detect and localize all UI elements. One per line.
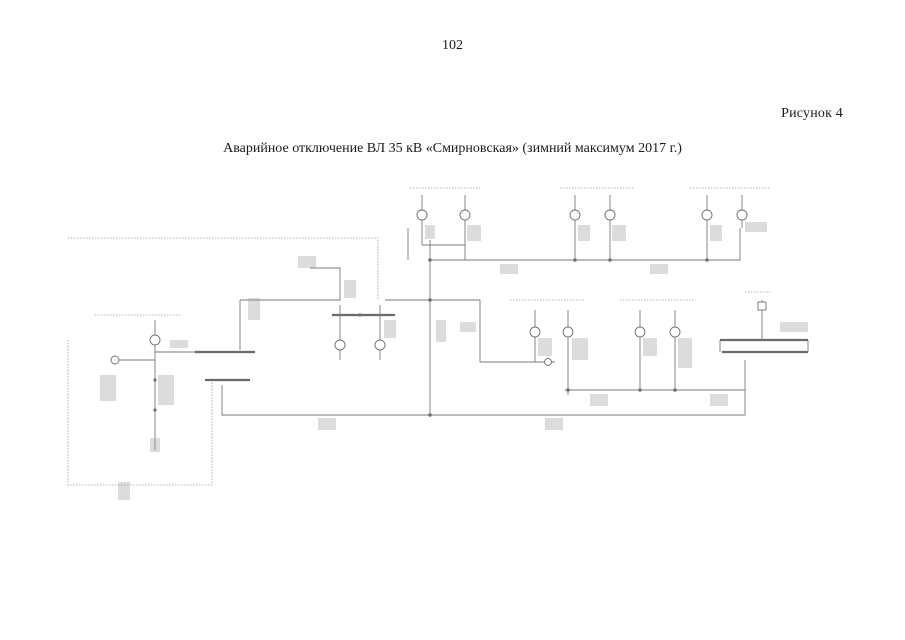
generator-group-top-1 — [416, 195, 471, 260]
generator-group-mid-2 — [634, 310, 681, 390]
figure-label: Рисунок 4 — [781, 106, 843, 121]
boundary-lines — [67, 187, 770, 486]
substation-center — [334, 305, 386, 360]
generator-group-top-2 — [569, 195, 616, 260]
figure-title: Аварийное отключение ВЛ 35 кВ «Смирновск… — [223, 141, 682, 156]
substation-right — [719, 300, 809, 352]
unreadable-annotations — [100, 222, 808, 500]
junction-nodes — [428, 258, 709, 417]
substation-left — [110, 320, 195, 450]
page-number: 102 — [442, 38, 463, 53]
busbars — [195, 313, 808, 382]
generator-group-mid-1 — [529, 310, 574, 395]
generator-group-top-3 — [701, 195, 748, 260]
main-feeders — [221, 228, 746, 416]
